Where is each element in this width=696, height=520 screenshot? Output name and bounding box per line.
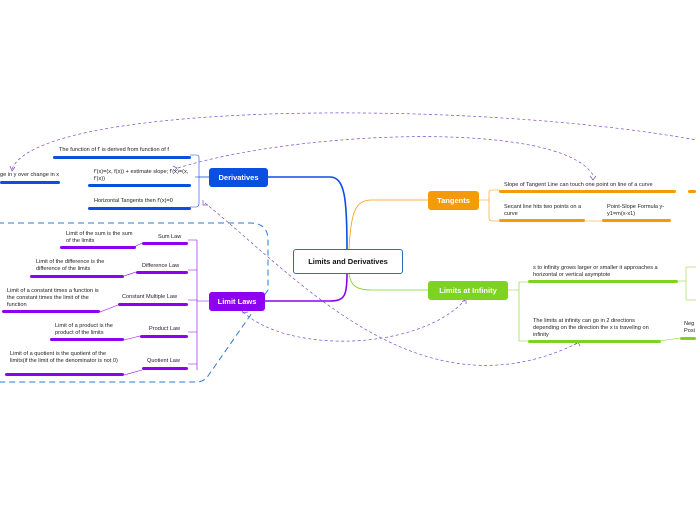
law-quotient-desc[interactable]: Limit of a quotient is the quotient of t…: [10, 351, 118, 364]
branch-derivatives[interactable]: Derivatives: [209, 168, 268, 187]
relation-arc-laws: [242, 299, 466, 342]
branch-tangents[interactable]: Tangents: [428, 191, 479, 210]
derivative-horizontal-tangents[interactable]: Horizontal Tangents then f'(x)=0: [94, 198, 173, 204]
branch-limit-laws[interactable]: Limit Laws: [209, 292, 265, 311]
connector-limits-infinity: [348, 273, 428, 291]
central-topic-label: Limits and Derivatives: [308, 257, 388, 266]
infinity-asymptote[interactable]: s to infinity grows larger or smaller it…: [533, 265, 658, 278]
central-topic[interactable]: Limits and Derivatives: [293, 249, 403, 274]
law-product[interactable]: Product Law: [149, 326, 181, 332]
underline-sum-desc: [60, 246, 136, 249]
derivative-f-prime-derived[interactable]: The function of f' is derived from funct…: [59, 147, 169, 153]
underline-constant-multiple-law: [118, 303, 188, 306]
underline-sum-law: [142, 242, 188, 245]
underline-change-y-over-x: [0, 181, 60, 184]
underline-product-desc: [50, 338, 124, 341]
law-difference[interactable]: Difference Law: [142, 263, 180, 269]
limit-laws-boundary: [0, 222, 269, 383]
underline-neg-pos: [680, 337, 696, 340]
underline-f-prime-derived: [53, 156, 191, 159]
underline-constant-desc: [2, 310, 100, 313]
underline-difference-law: [136, 271, 188, 274]
connector-derivatives: [268, 176, 348, 250]
branch-limits-at-infinity-label: Limits at Infinity: [439, 286, 497, 295]
branch-limits-at-infinity[interactable]: Limits at Infinity: [428, 281, 508, 300]
infinity-neg-pos[interactable]: Neg Posi: [684, 321, 695, 334]
underline-product-law: [140, 335, 188, 338]
law-difference-desc[interactable]: Limit of the difference is the differenc…: [36, 259, 105, 272]
law-sum[interactable]: Sum Law: [158, 234, 182, 240]
derivative-estimate-slope[interactable]: f'(x)=(x, f(x)) + estimate slope; f'(x)=…: [94, 169, 189, 182]
derivative-change-y-over-x[interactable]: ge in y over change in x: [0, 172, 60, 178]
underline-horizontal-tangents: [88, 207, 191, 210]
law-quotient[interactable]: Quotient Law: [147, 358, 180, 364]
connector-tangents: [348, 199, 428, 250]
relation-arc-top: [11, 112, 696, 170]
underline-asymptote: [528, 280, 678, 283]
branch-limit-laws-label: Limit Laws: [217, 297, 257, 306]
bracket-derivatives: [190, 154, 209, 208]
underline-difference-desc: [30, 275, 124, 278]
underline-tangent-offscreen: [688, 190, 696, 193]
branch-derivatives-label: Derivatives: [218, 173, 259, 182]
tangent-secant[interactable]: Secant line hits two points on a curve: [504, 204, 582, 217]
law-constant-desc[interactable]: Limit of a constant times a function is …: [7, 288, 99, 308]
bracket-tangents: [479, 189, 500, 222]
underline-quotient-desc: [5, 373, 124, 376]
law-product-desc[interactable]: Limit of a product is the product of the…: [55, 323, 113, 336]
branch-tangents-label: Tangents: [437, 196, 470, 205]
underline-secant: [499, 219, 585, 222]
underline-point-slope: [602, 219, 671, 222]
tangent-point-slope[interactable]: Point-Slope Formula y-y1=m(x-x1): [607, 204, 665, 217]
connector-limit-laws: [265, 273, 348, 302]
relation-arc-tangent: [177, 136, 594, 176]
bracket-limit-laws: [188, 239, 209, 370]
underline-two-directions: [528, 340, 661, 343]
bracket-limits-infinity: [508, 281, 528, 342]
underline-estimate-slope: [88, 184, 191, 187]
infinity-two-directions[interactable]: The limits at infinity can go in 2 direc…: [533, 318, 649, 338]
underline-quotient-law: [142, 367, 188, 370]
tangent-slope-touch[interactable]: Slope of Tangent Line can touch one poin…: [504, 182, 653, 188]
law-constant-multiple[interactable]: Constant Multiple Law: [122, 294, 178, 300]
underline-slope-touch: [499, 190, 676, 193]
law-sum-desc[interactable]: Limit of the sum is the sum of the limit…: [66, 231, 133, 244]
